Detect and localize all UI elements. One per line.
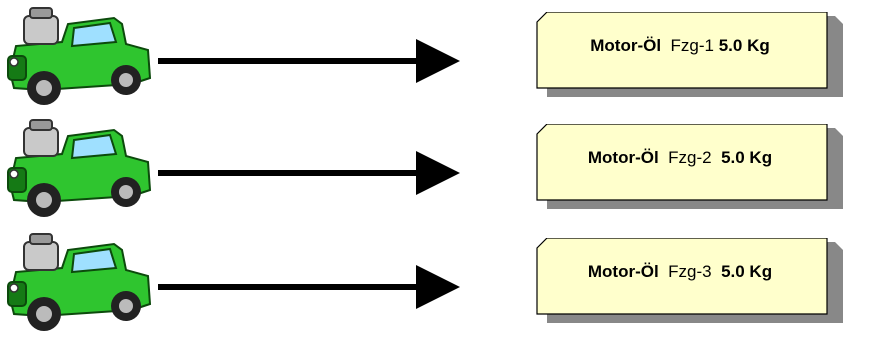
green-truck-icon [7, 233, 152, 331]
flow-row: Motor-Öl Fzg-3 5.0 Kg [0, 226, 883, 336]
right-arrow-icon [158, 151, 460, 195]
quantity-note: Motor-Öl Fzg-2 5.0 Kg [535, 124, 845, 209]
note-text: Motor-Öl Fzg-2 5.0 Kg [587, 148, 773, 167]
note-text: Motor-Öl Fzg-1 5.0 Kg [590, 36, 770, 55]
right-arrow-icon [158, 39, 460, 83]
quantity-note: Motor-Öl Fzg-1 5.0 Kg [535, 12, 845, 97]
flow-row: Motor-Öl Fzg-1 5.0 Kg [0, 0, 883, 110]
quantity-note: Motor-Öl Fzg-3 5.0 Kg [535, 238, 845, 323]
green-truck-icon [7, 7, 152, 105]
flow-row: Motor-Öl Fzg-2 5.0 Kg [0, 112, 883, 222]
green-truck-icon [7, 119, 152, 217]
note-text: Motor-Öl Fzg-3 5.0 Kg [587, 262, 773, 281]
right-arrow-icon [158, 265, 460, 309]
